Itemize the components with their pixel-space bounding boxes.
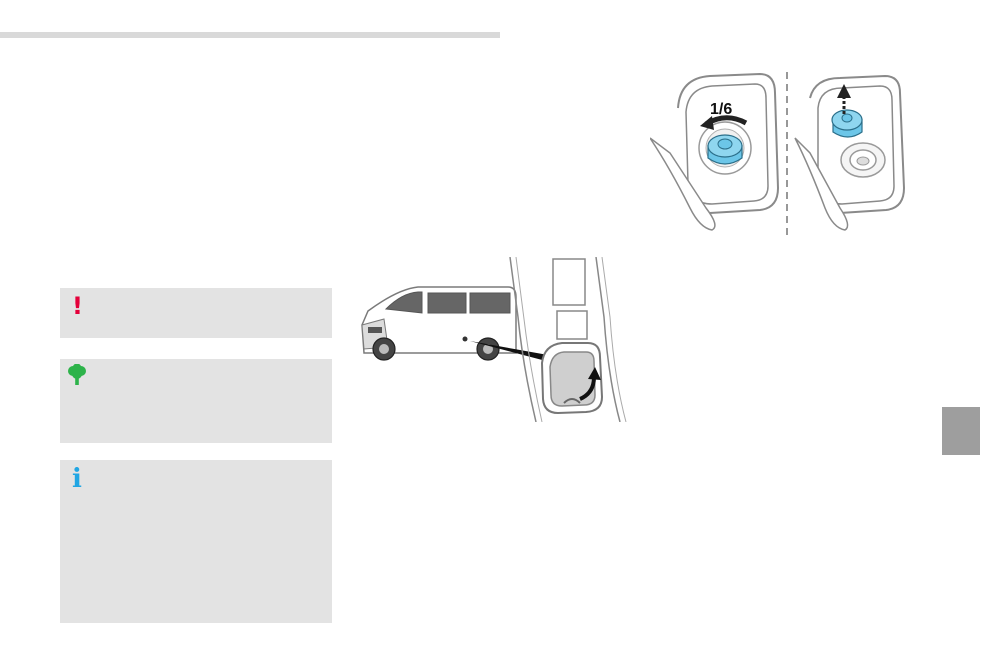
info-note: i	[60, 460, 332, 623]
eco-note	[60, 359, 332, 443]
top-rule	[0, 32, 500, 38]
section-side-tab	[942, 407, 980, 455]
warning-note: !	[60, 288, 332, 338]
rotation-label: 1/6	[710, 101, 732, 118]
eco-tree-icon	[68, 364, 86, 385]
info-icon: i	[72, 464, 82, 494]
warning-exclamation-icon: !	[72, 292, 83, 320]
fuel-cap-diagram: 1/6	[650, 72, 906, 236]
van-fuel-flap-diagram	[361, 257, 627, 422]
